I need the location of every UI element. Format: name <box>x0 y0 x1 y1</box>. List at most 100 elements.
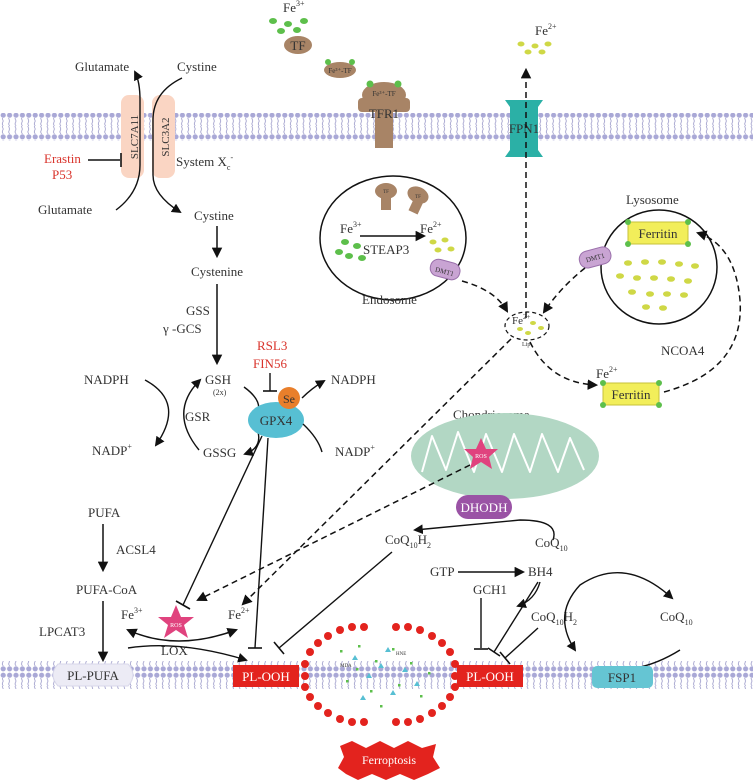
mda-label: MDA <box>340 664 352 669</box>
pl-ooh-left-box <box>233 665 299 687</box>
tfr1-label: TFR1 <box>369 106 399 121</box>
nadp-right-label: NADP+ <box>335 443 375 459</box>
endosome-fe2-dots <box>429 237 455 253</box>
nadph-right-label: NADPH <box>331 372 376 387</box>
tfr1-receptor <box>358 80 410 148</box>
tf-free <box>284 36 312 54</box>
pl-ooh-left-label: PL-OOH <box>242 669 290 684</box>
rsl3-label: RSL3 <box>257 338 287 353</box>
dmt1-endosome <box>429 258 461 281</box>
svg-text:TF: TF <box>383 190 389 195</box>
gsr-label: GSR <box>185 409 211 424</box>
lysosome-label: Lysosome <box>626 192 679 207</box>
dhodh-label: DHODH <box>461 500 508 515</box>
ros-mito-label: ROS <box>475 454 487 460</box>
system-xc-label: System Xc- <box>176 153 233 172</box>
bh4-label: BH4 <box>528 564 553 579</box>
ros-left-label: ROS <box>170 623 182 629</box>
hne-label: HNE <box>396 652 406 657</box>
ros-left-star <box>158 605 194 638</box>
gsh-2x-label: (2x) <box>213 388 227 397</box>
nadph-left-label: NADPH <box>84 372 129 387</box>
gamma-gcs-label: γ -GCS <box>162 321 202 336</box>
glutamate-bottom-label: Glutamate <box>38 202 92 217</box>
labile-iron-pool <box>504 311 550 341</box>
se-label: Se <box>283 392 295 406</box>
gpx4-label: GPX4 <box>260 413 293 428</box>
slc3a2-label: SLC3A2 <box>160 117 172 156</box>
endosome-label: Endosome <box>362 292 417 307</box>
erastin-label: Erastin <box>44 151 81 166</box>
gssg-label: GSSG <box>203 445 236 460</box>
pl-pufa-box <box>52 663 134 687</box>
endosome-fe2-label: Fe2+ <box>420 220 442 236</box>
coq10h2-left-label: CoQ10H2 <box>385 532 431 550</box>
slc7a11-label: SLC7A11 <box>129 115 141 159</box>
cystine-import-arrow <box>152 77 183 214</box>
lysosome-vesicle <box>600 209 718 325</box>
gss-label: GSS <box>186 303 210 318</box>
fpn1-transporter <box>505 100 543 157</box>
glutamate-export-arrow <box>115 70 143 211</box>
se-cofactor <box>278 387 300 409</box>
fe2-top-label: Fe2+ <box>535 22 557 38</box>
ferritin-free <box>600 380 662 408</box>
p53-label: P53 <box>52 167 72 182</box>
fe3-tf-complex <box>324 62 356 78</box>
gtp-label: GTP <box>430 564 455 579</box>
acsl4-label: ACSL4 <box>116 542 156 557</box>
pl-pufa-label: PL-PUFA <box>67 668 119 683</box>
ros-mito-star <box>464 438 498 469</box>
coq10h2-right-label: CoQ10H2 <box>531 609 577 627</box>
endosome-fe3-label: Fe3+ <box>340 220 362 236</box>
lpcat3-label: LPCAT3 <box>39 624 85 639</box>
fin56-label: FIN56 <box>253 356 287 371</box>
ferritin-free-label: Ferritin <box>612 387 651 402</box>
fe2-top-dots <box>517 41 552 55</box>
ncoa4-label: NCOA4 <box>661 343 705 358</box>
fe2-left-label: Fe2+ <box>228 606 250 622</box>
fe3-tf-label: Fe³⁺-TF <box>328 67 351 75</box>
lip-fe-label: Fe2+ <box>512 313 531 327</box>
steap3-label: STEAP3 <box>363 242 409 257</box>
glutamate-top-label: Glutamate <box>75 59 129 74</box>
endosome-fe3-dots <box>335 239 366 261</box>
nadp-left-label: NADP+ <box>92 442 132 458</box>
fsp1-enzyme <box>592 666 653 688</box>
pl-ooh-right-box <box>457 665 523 687</box>
lysosome-iron-dots <box>616 259 699 311</box>
ferritin-lysosome-label: Ferritin <box>639 226 678 241</box>
dhodh-enzyme <box>456 495 512 519</box>
lip-label: Lip <box>522 342 530 348</box>
pufa-coa-label: PUFA-CoA <box>76 582 138 597</box>
cystine-top-label: Cystine <box>177 59 217 74</box>
tf-label: TF <box>290 38 305 53</box>
fe3-tf-receptor-label: Fe³⁺-TF <box>372 90 395 98</box>
pl-ooh-right-label: PL-OOH <box>466 669 514 684</box>
cystine-bottom-label: Cystine <box>194 208 234 223</box>
fe3-top-dots <box>269 18 308 34</box>
fe2-ferritin-label: Fe2+ <box>596 365 618 381</box>
gch1-label: GCH1 <box>473 582 507 597</box>
endosome-tf-pair: TF TF <box>375 183 429 215</box>
svg-text:TF: TF <box>415 195 421 200</box>
coq10-top-label: CoQ10 <box>535 535 568 553</box>
ferroptosis-label: Ferroptosis <box>362 753 416 767</box>
gsh-label: GSH <box>205 372 231 387</box>
fe3-top-label: Fe3+ <box>283 0 305 15</box>
system-xc-transporter: SLC7A11 SLC3A2 <box>121 95 175 178</box>
fpn1-label: FPN1 <box>509 121 539 136</box>
cystenine-label: Cystenine <box>191 264 243 279</box>
pufa-label: PUFA <box>88 505 121 520</box>
dmt1-lysosome <box>578 246 612 269</box>
ferritin-lysosome <box>625 219 691 247</box>
fe3-left-label: Fe3+ <box>121 606 143 622</box>
membrane-damage-zone: MDA HNE <box>301 623 459 726</box>
coq10-right-label: CoQ10 <box>660 609 693 627</box>
endosome-vesicle <box>319 175 467 301</box>
ferroptosis-banner <box>338 741 440 780</box>
gpx4-enzyme <box>248 402 304 438</box>
fsp1-label: FSP1 <box>608 670 636 685</box>
